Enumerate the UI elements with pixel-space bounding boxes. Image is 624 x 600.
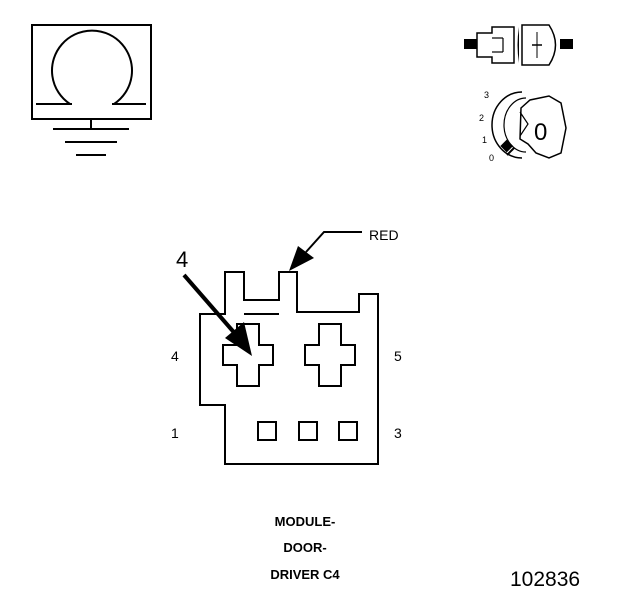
ground-omega-connector-icon bbox=[31, 24, 152, 156]
wire-color-label: RED bbox=[369, 227, 399, 243]
pin-label-3: 3 bbox=[394, 425, 402, 441]
key-position-3: 3 bbox=[484, 90, 489, 100]
terminal-5 bbox=[304, 323, 356, 387]
inline-connector-icon bbox=[464, 24, 573, 66]
callout-arrow bbox=[182, 273, 252, 356]
caption-line-1: MODULE- bbox=[275, 514, 336, 529]
ignition-key-icon: 3 2 1 0 0 bbox=[479, 90, 567, 163]
caption-line-3: DRIVER C4 bbox=[270, 567, 340, 582]
wire-leader bbox=[289, 231, 362, 271]
terminal-3 bbox=[338, 421, 358, 441]
key-position-2: 2 bbox=[479, 113, 484, 123]
connector-face bbox=[199, 271, 379, 465]
terminal-1 bbox=[257, 421, 277, 441]
key-position-1: 1 bbox=[482, 135, 487, 145]
pin-label-5: 5 bbox=[394, 348, 402, 364]
pin-label-1: 1 bbox=[171, 425, 179, 441]
key-symbol: 0 bbox=[534, 119, 547, 146]
callout-label: 4 bbox=[176, 247, 188, 272]
figure-number: 102836 bbox=[510, 568, 580, 591]
caption-line-2: DOOR- bbox=[283, 540, 326, 555]
pin-label-4: 4 bbox=[171, 348, 179, 364]
key-position-0: 0 bbox=[489, 153, 494, 163]
terminal-4 bbox=[222, 323, 274, 387]
terminal-2 bbox=[298, 421, 318, 441]
